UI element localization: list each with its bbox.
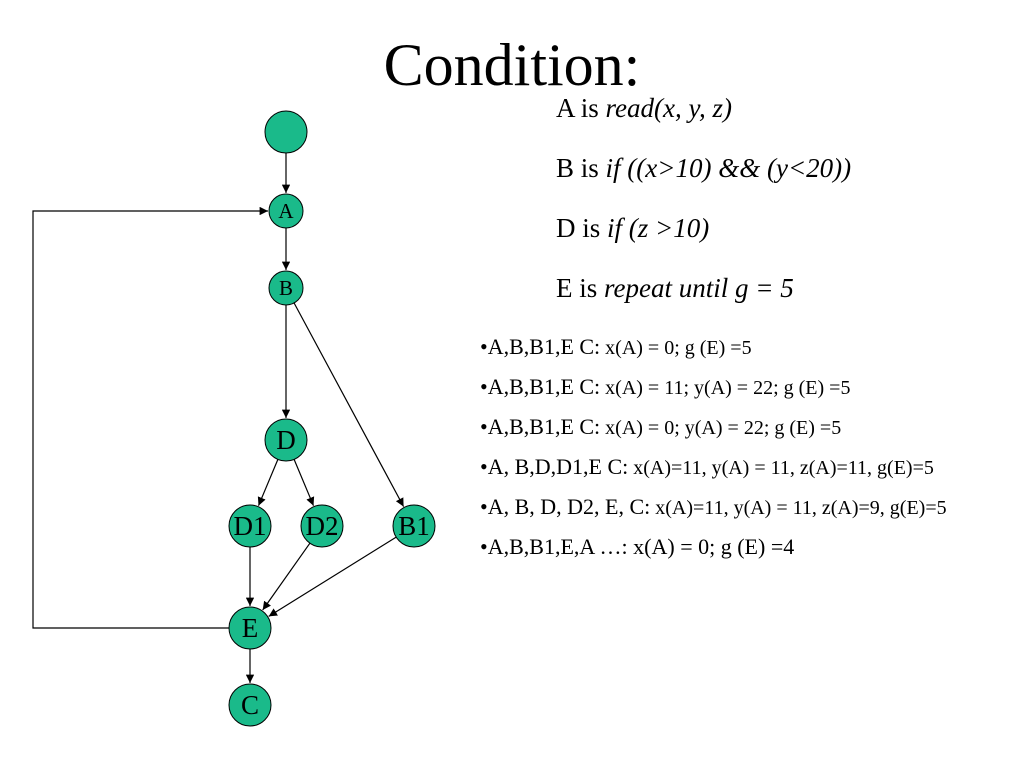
node-b: B xyxy=(268,270,304,306)
test-case-item: •A,B,B1,E,A …: x(A) = 0; g (E) =4 xyxy=(480,534,1010,561)
node-circle xyxy=(264,418,308,462)
node-d: D xyxy=(264,418,308,462)
node-label: D2 xyxy=(306,511,339,541)
condition-d-prefix: D is xyxy=(556,213,608,243)
test-case-path: •A,B,B1,E C: xyxy=(480,374,601,399)
node-circle xyxy=(268,270,304,306)
graph-edges xyxy=(32,153,405,683)
test-case-values: x(A) = 11; y(A) = 22; g (E) =5 xyxy=(600,377,851,399)
test-case-path: •A, B,D,D1,E C: xyxy=(480,454,629,479)
edge-b1-to-e xyxy=(268,536,397,617)
condition-d: D is if (z >10) xyxy=(556,212,709,244)
node-label: D xyxy=(276,425,296,455)
condition-d-code: if (z >10) xyxy=(607,213,710,243)
node-a: A xyxy=(268,193,304,229)
edge-b-to-b1 xyxy=(293,302,405,507)
condition-a-prefix: A is xyxy=(556,93,606,123)
test-case-item: •A,B,B1,E C: x(A) = 0; g (E) =5 xyxy=(480,334,1010,361)
node-d2: D2 xyxy=(300,504,344,548)
test-case-item: •A, B,D,D1,E C: x(A)=11, y(A) = 11, z(A)… xyxy=(480,454,1010,481)
node-label: B xyxy=(279,276,293,300)
edge-e-to-a xyxy=(32,206,268,629)
slide-title: Condition: xyxy=(383,32,641,98)
edge-d-to-d2 xyxy=(293,459,315,506)
test-case-item: •A,B,B1,E C: x(A) = 0; y(A) = 22; g (E) … xyxy=(480,414,1010,441)
condition-a-code: read(x, y, z) xyxy=(605,93,732,123)
test-case-values: x(A) = 0; g (E) =4 xyxy=(627,534,795,559)
node-circle xyxy=(300,504,344,548)
node-circle xyxy=(264,110,308,154)
test-case-item: •A,B,B1,E C: x(A) = 11; y(A) = 22; g (E)… xyxy=(480,374,1010,401)
test-case-path: •A,B,B1,E C: xyxy=(480,334,601,359)
test-case-path: •A,B,B1,E C: xyxy=(480,414,601,439)
condition-b: B is if ((x>10) && (y<20)) xyxy=(556,152,851,184)
graph-nodes: A B D D1 D2 B1E C xyxy=(228,110,436,727)
test-case-path: •A,B,B1,E,A …: xyxy=(480,534,628,559)
condition-b-code: if ((x>10) && (y<20)) xyxy=(605,153,852,183)
test-case-values: x(A)=11, y(A) = 11, z(A)=11, g(E)=5 xyxy=(628,457,934,479)
node-c: C xyxy=(228,683,272,727)
node-label: D1 xyxy=(234,511,267,541)
test-case-values: x(A) = 0; g (E) =5 xyxy=(600,337,752,359)
node-circle xyxy=(228,683,272,727)
test-case-values: x(A) = 0; y(A) = 22; g (E) =5 xyxy=(600,417,842,439)
node-circle xyxy=(268,193,304,229)
node-circle xyxy=(228,504,272,548)
node-circle xyxy=(392,504,436,548)
condition-e-prefix: E is xyxy=(556,273,605,303)
node-b1: B1 xyxy=(392,504,436,548)
condition-a: A is read(x, y, z) xyxy=(556,92,732,124)
test-case-list: •A,B,B1,E C: x(A) = 0; g (E) =5 •A,B,B1,… xyxy=(480,334,1010,574)
node-d1: D1 xyxy=(228,504,272,548)
node-circle xyxy=(228,606,272,650)
test-case-values: x(A)=11, y(A) = 11, z(A)=9, g(E)=5 xyxy=(650,497,947,519)
node-label: A xyxy=(278,199,294,223)
condition-e: E is repeat until g = 5 xyxy=(556,272,794,304)
condition-b-prefix: B is xyxy=(556,153,606,183)
test-case-item: •A, B, D, D2, E, C: x(A)=11, y(A) = 11, … xyxy=(480,494,1010,521)
node-label: E xyxy=(242,613,259,643)
node-label: C xyxy=(241,690,259,720)
test-case-path: •A, B, D, D2, E, C: xyxy=(480,494,651,519)
node-start xyxy=(264,110,308,154)
condition-e-code: repeat until g = 5 xyxy=(604,273,794,303)
edge-d2-to-e xyxy=(262,542,311,611)
node-e: E xyxy=(228,606,272,650)
edge-d-to-d1 xyxy=(257,459,279,506)
node-label: B1 xyxy=(398,511,430,541)
